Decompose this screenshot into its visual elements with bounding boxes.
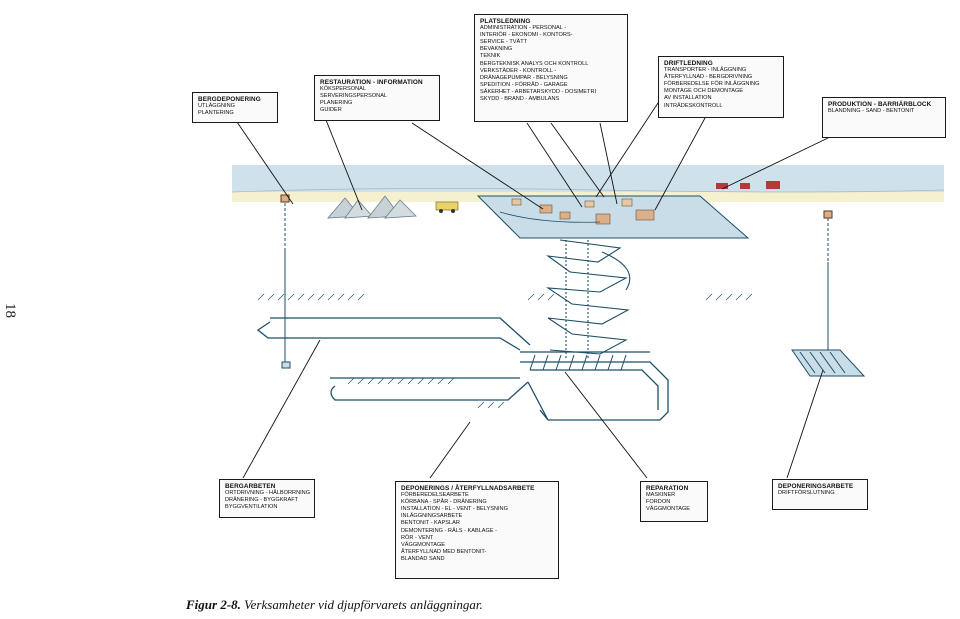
bergarbeten-line: BYGGVENTILATION (225, 504, 278, 511)
driftledning-line: AV INSTALLATION (664, 95, 712, 102)
driftledning-line: INTRÄDESKONTROLL (664, 102, 723, 109)
deponerings-aterfyllnad-line: VÄGGMONTAGE (401, 541, 446, 548)
sky-band (232, 165, 944, 193)
rock-pile-deposit (327, 195, 417, 219)
platsledning-line: INTERIÖR - EKONOMI - KONTORS- (480, 32, 573, 39)
driftledning-title: DRIFTLEDNING (664, 60, 713, 67)
truck-icon (435, 201, 459, 213)
tunnel-system (256, 317, 669, 421)
restauration-title: RESTAURATION - INFORMATION (320, 79, 423, 86)
deponerings-aterfyllnad-line: KÖRBANA - SPÅR - DRÄNERING (401, 499, 487, 506)
driftledning-line: FÖRBEREDELSE FÖR INLÄGGNING (664, 81, 760, 88)
deponerings-aterfyllnad-line: INLÄGGNINGSARBETE (401, 513, 463, 520)
deponerings-aterfyllnad-line: INSTALLATION - EL - VENT - BELYSNING (401, 506, 508, 513)
driftledning-box: DRIFTLEDNING TRANSPORTER - INLÄGGNING ÅT… (658, 56, 784, 118)
produktion-box: PRODUKTION - BARRIÄRBLOCK BLANDNING - SA… (822, 97, 946, 138)
platsledning-line: SÄKERHET - ARBETARSKYDD - DOSIMETRI (480, 88, 597, 95)
restauration-line: GUIDER (320, 107, 342, 114)
reparation-line: MASKINER (646, 492, 676, 499)
bergdeponering-box: BERGDEPONERING UTLÄGGNING PLANTERING (192, 92, 278, 123)
surface-vehicles (716, 181, 780, 189)
platsledning-title: PLATSLEDNING (480, 18, 531, 25)
platsledning-line: SKYDD - BRAND - AMBULANS (480, 96, 560, 103)
deposition-area-right (791, 349, 866, 377)
leader-lines (236, 102, 829, 479)
deponerings-aterfyllnad-line: BENTONIT - KAPSLAR (401, 520, 460, 527)
deposition-tunnels-central (529, 354, 627, 371)
bergarbeten-box: BERGARBETEN ORTDRIVNING - HÅLBORRNING DR… (219, 479, 315, 518)
platsledning-box: PLATSLEDNING ADMINISTRATION - PERSONAL -… (474, 14, 628, 122)
bergarbeten-line: DRÄNERING - BYGGKRAFT (225, 497, 299, 504)
ventilation-shaft-right (823, 210, 833, 360)
page-number: 18 (2, 303, 18, 318)
bergdeponering-line: UTLÄGGNING (198, 103, 235, 110)
bergarbeten-line: ORTDRIVNING - HÅLBORRNING (225, 490, 311, 497)
deponeringsarbete-line: DRIFTFÖRSLUTNING (778, 490, 835, 497)
platsledning-line: TEKNIK (480, 53, 501, 60)
deponerings-aterfyllnad-box: DEPONERINGS / ÅTERFYLLNADSARBETE FÖRBERE… (395, 481, 559, 579)
figure-caption-text: Verksamheter vid djupförvarets anläggnin… (244, 597, 483, 612)
driftledning-line: ÅTERFYLLNAD - BERGDRIVNING (664, 74, 753, 81)
bergarbeten-title: BERGARBETEN (225, 483, 276, 490)
reparation-box: REPARATION MASKINER FORDON VÄGGMONTAGE (640, 481, 708, 522)
restauration-line: KÖKSPERSONAL (320, 86, 367, 93)
deponerings-aterfyllnad-line: BLANDAD SAND (401, 555, 445, 562)
restauration-box: RESTAURATION - INFORMATION KÖKSPERSONAL … (314, 75, 440, 121)
deponerings-aterfyllnad-line: FÖRBEREDELSEARBETE (401, 492, 469, 499)
platsledning-line: VERKSTÄDER - KONTROLL - (480, 67, 557, 74)
driftledning-line: MONTAGE OCH DEMONTAGE (664, 88, 744, 95)
deponerings-aterfyllnad-line: DEMONTERING - RÄLS - KABLAGE - (401, 527, 498, 534)
reparation-line: VÄGGMONTAGE (646, 506, 691, 513)
reparation-title: REPARATION (646, 485, 689, 492)
produktion-line: BLANDNING - SAND - BENTONIT (828, 108, 915, 115)
platsledning-line: SERVICE - TVÄTT (480, 39, 528, 46)
deponerings-aterfyllnad-line: RÖR - VENT (401, 534, 434, 541)
restauration-line: PLANERING (320, 100, 353, 107)
deponerings-aterfyllnad-line: ÅTERFYLLNAD MED BENTONIT- (401, 548, 487, 555)
deponerings-aterfyllnad-title: DEPONERINGS / ÅTERFYLLNADSARBETE (401, 485, 535, 492)
produktion-title: PRODUKTION - BARRIÄRBLOCK (828, 101, 932, 108)
spiral-ramp (545, 239, 631, 360)
platsledning-line: DRÄNAGEPUMPAR - BELYSNING (480, 74, 568, 81)
restauration-line: SERVERINGSPERSONAL (320, 93, 388, 100)
platsledning-line: SPEDITION - FÖRRÅD - GARAGE (480, 81, 568, 88)
figure-caption: Figur 2-8. Verksamheter vid djupförvaret… (186, 597, 483, 613)
deponeringsarbete-box: DEPONERINGSARBETE DRIFTFÖRSLUTNING (772, 479, 868, 510)
surface-facility-platform (476, 195, 750, 239)
bergdeponering-line: PLANTERING (198, 110, 234, 117)
bergdeponering-title: BERGDEPONERING (198, 96, 261, 103)
driftledning-line: TRANSPORTER - INLÄGGNING (664, 67, 747, 74)
rock-hatching (257, 293, 753, 409)
deponeringsarbete-title: DEPONERINGSARBETE (778, 483, 854, 490)
reparation-line: FORDON (646, 499, 671, 506)
platsledning-line: BEVAKNING (480, 46, 513, 53)
figure-number: Figur 2-8. (186, 597, 241, 612)
platsledning-line: BERGTEKNISK ANALYS OCH KONTROLL (480, 60, 589, 67)
ventilation-shaft-left (280, 194, 291, 369)
platsledning-line: ADMINISTRATION - PERSONAL - (480, 25, 567, 32)
